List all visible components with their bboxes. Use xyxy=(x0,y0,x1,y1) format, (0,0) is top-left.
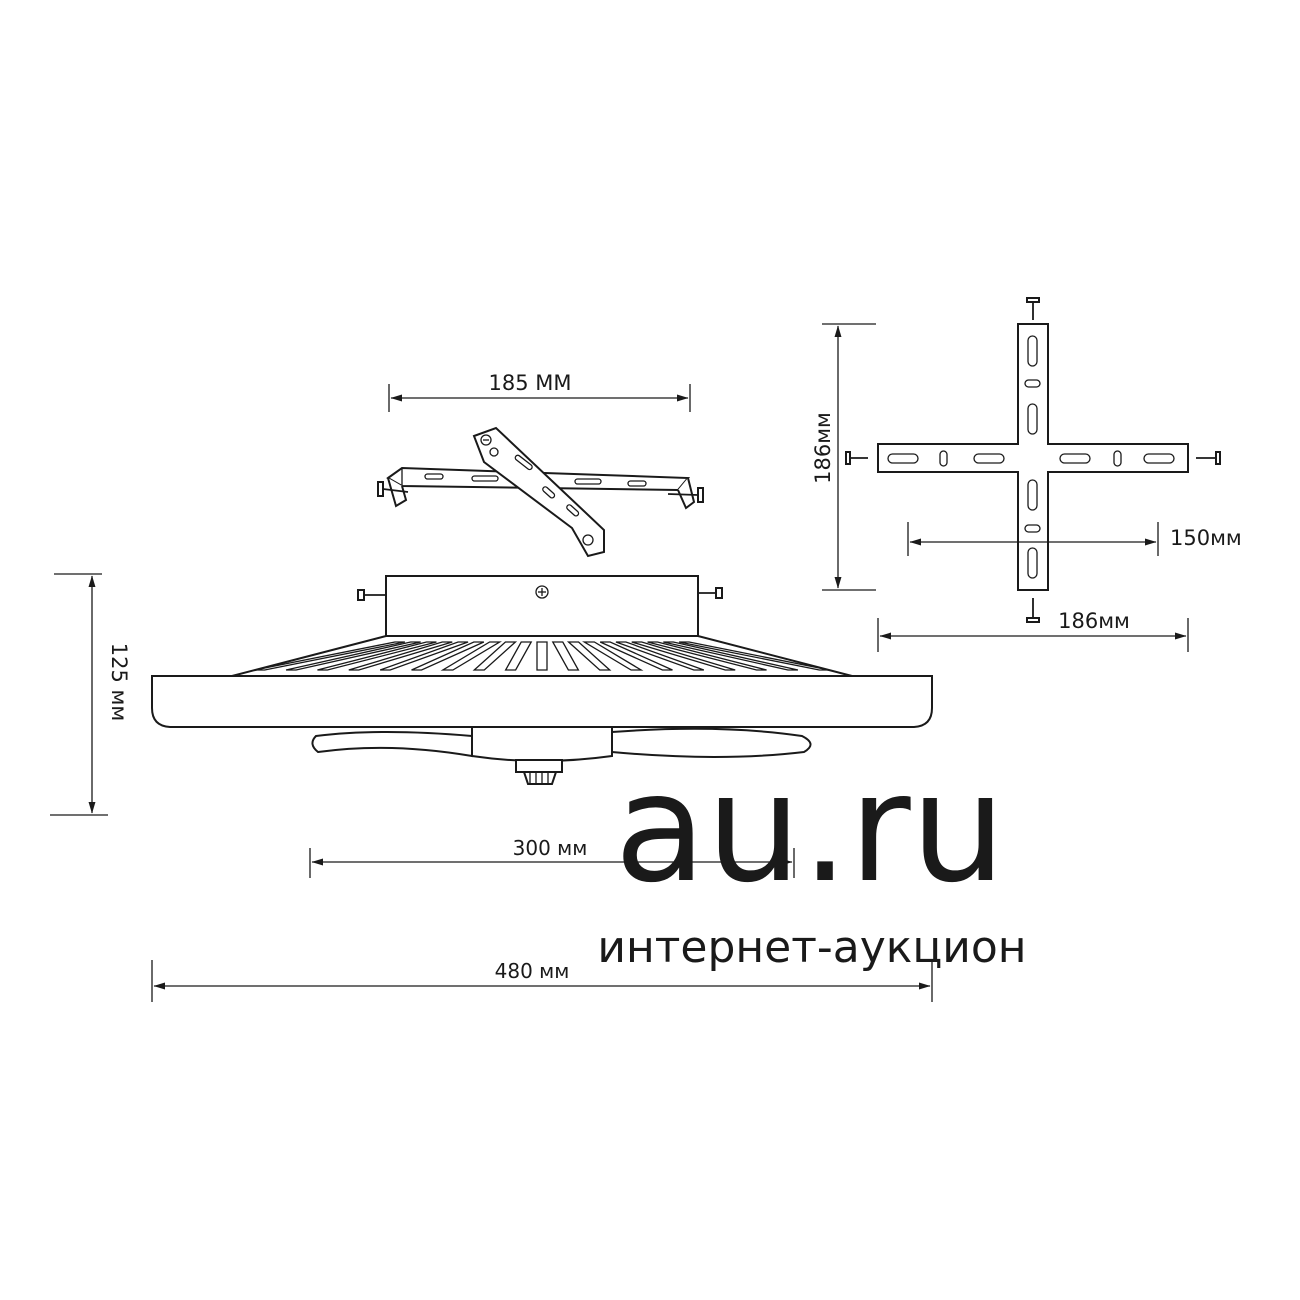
grille-slat xyxy=(472,641,518,671)
grille-slat xyxy=(411,641,485,671)
dimension-height: 125 мм xyxy=(50,573,131,816)
dimension-base: 300 мм xyxy=(309,836,795,878)
grille-slat xyxy=(348,641,453,671)
cross-mounting-plate xyxy=(845,297,1221,623)
grille-slats xyxy=(254,641,830,671)
dimension-diameter: 480 мм xyxy=(151,959,933,1002)
label-185: 185 MM xyxy=(489,371,572,395)
grille-slat xyxy=(631,641,736,671)
grille-slat xyxy=(582,641,644,671)
grille-slat xyxy=(536,641,548,671)
grille-slat xyxy=(647,641,767,671)
dimension-plate-height: 186мм xyxy=(811,323,876,591)
fan-side-view xyxy=(151,575,933,785)
grille-slat xyxy=(551,641,580,671)
grille-slat xyxy=(663,641,799,671)
grille-slat xyxy=(379,641,469,671)
label-125: 125 мм xyxy=(107,643,131,721)
grille-slat xyxy=(254,641,406,671)
watermark-logo: au.ru xyxy=(614,742,1005,916)
dimension-bracket-width: 185 MM xyxy=(388,371,691,412)
grille-slat xyxy=(317,641,437,671)
label-300: 300 мм xyxy=(513,836,588,860)
watermark-tagline: интернет-аукцион xyxy=(597,922,1026,973)
label-480: 480 мм xyxy=(495,959,570,983)
label-186-vertical: 186мм xyxy=(811,412,835,484)
grille-slat xyxy=(285,641,421,671)
grille-slat xyxy=(615,641,705,671)
grille-slat xyxy=(566,641,612,671)
grille-slat xyxy=(504,641,533,671)
watermark: au.ru интернет-аукцион xyxy=(597,742,1026,973)
dimension-plate-width: 186мм xyxy=(877,609,1189,652)
grille-slat xyxy=(678,641,830,671)
label-186-horizontal: 186мм xyxy=(1058,609,1130,633)
grille-slat xyxy=(599,641,673,671)
mounting-bracket xyxy=(377,426,704,558)
label-150: 150мм xyxy=(1170,526,1242,550)
grille-slat xyxy=(440,641,502,671)
dimension-plate-inner: 150мм xyxy=(907,522,1242,556)
